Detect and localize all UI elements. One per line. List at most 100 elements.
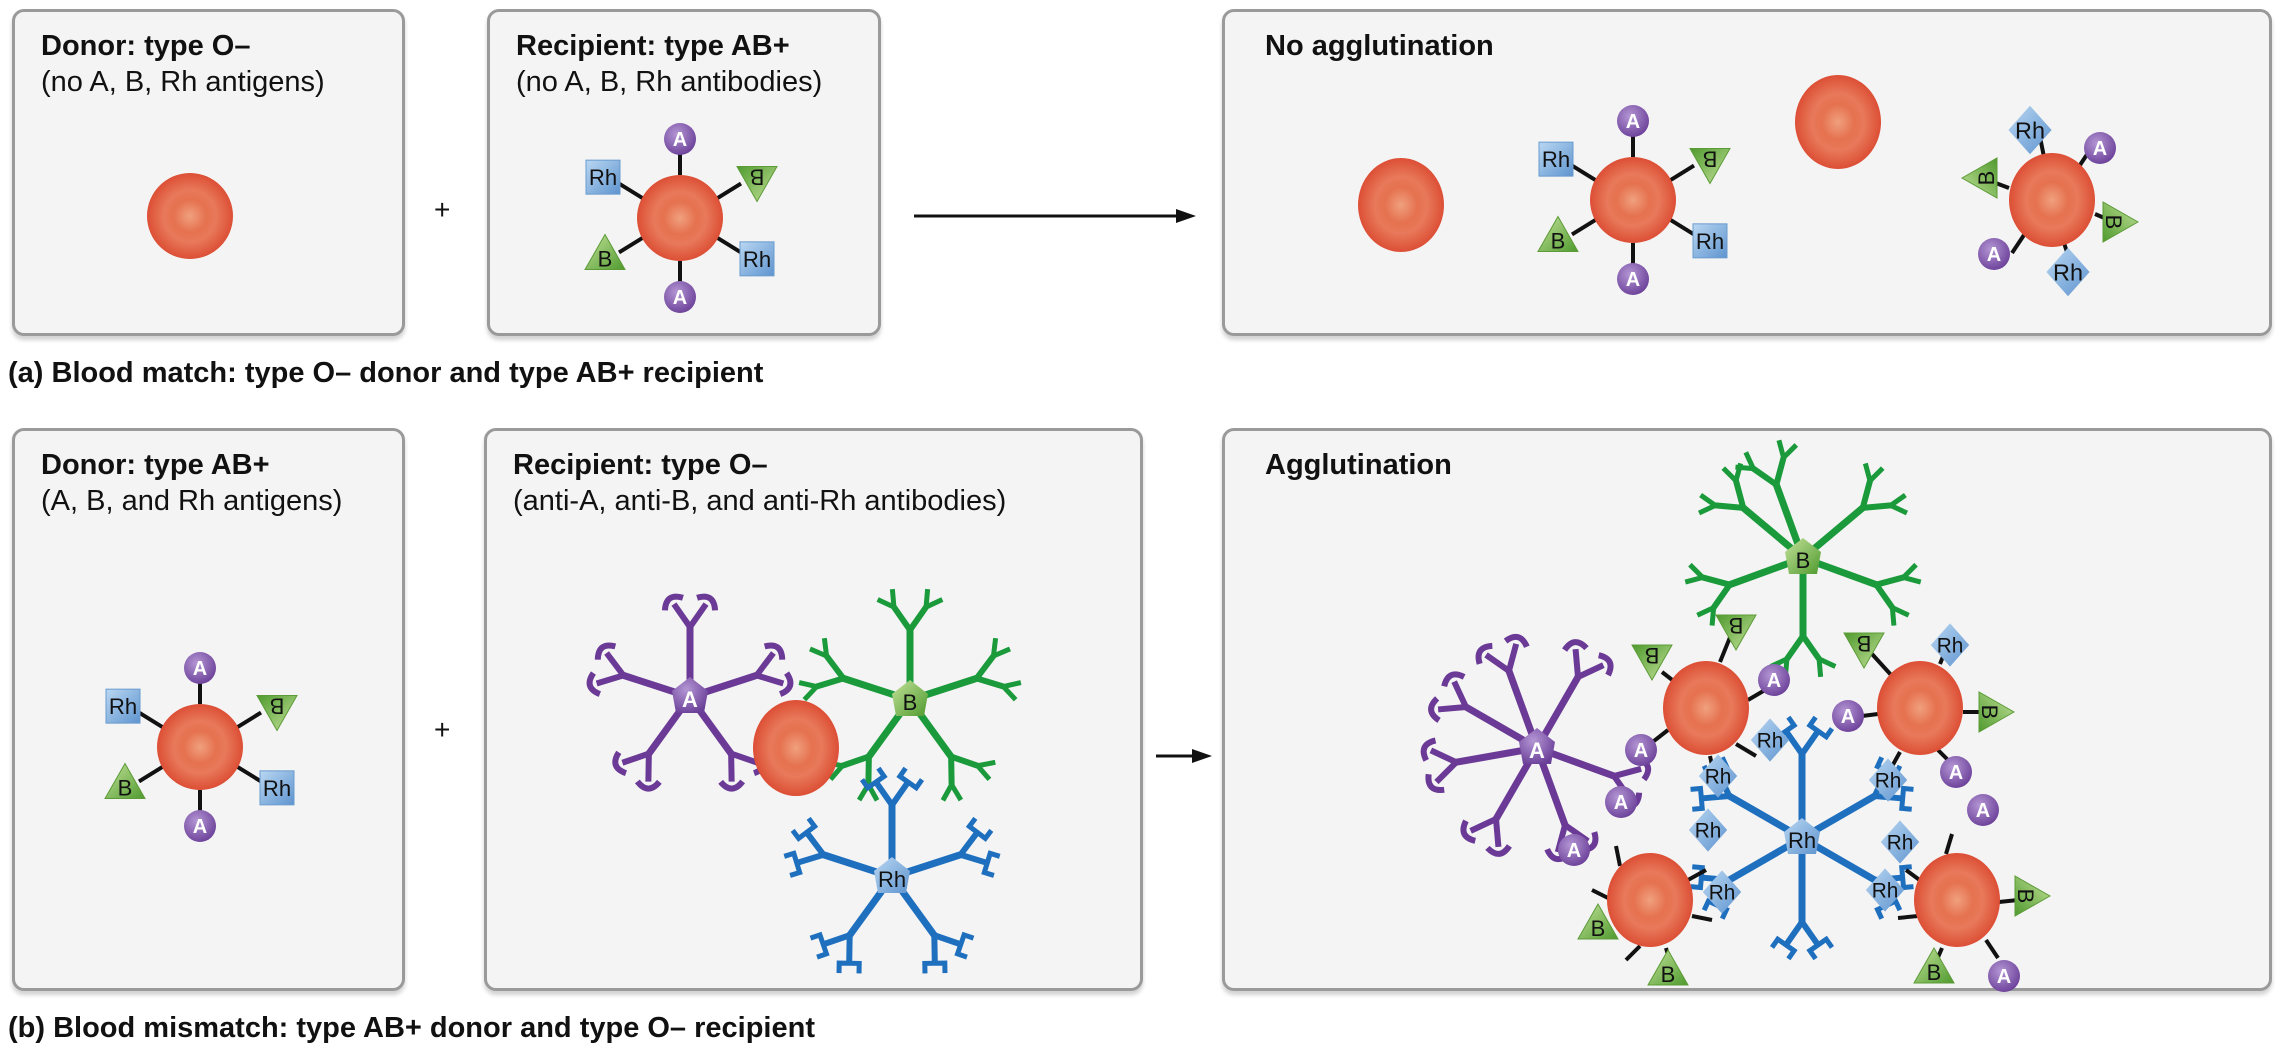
plus-sign-b: + xyxy=(434,714,451,745)
red-blood-cell xyxy=(1795,75,1881,169)
antigen-a-label: A xyxy=(1626,111,1640,133)
antigen-a-label: A xyxy=(1634,740,1648,762)
antigen-rh-icon: Rh xyxy=(585,159,621,195)
antigen-rh-icon: Rh xyxy=(1692,223,1728,259)
antigen-rh-label: Rh xyxy=(263,776,291,801)
antigen-b-label: B xyxy=(1857,631,1872,656)
antigen-b-icon: B xyxy=(1977,691,2016,733)
antigen-rh-icon: Rh xyxy=(2008,105,2052,155)
anti-rh-antibody: Rh xyxy=(1690,715,1914,961)
antigen-a-label: A xyxy=(1949,762,1963,784)
antigen-a-label: A xyxy=(193,816,207,838)
antigen-a-icon: A xyxy=(1940,756,1972,788)
antigen-b-label: B xyxy=(750,165,765,190)
antigen-b-icon: B xyxy=(2101,201,2140,243)
anti-rh-antibody-core xyxy=(1784,818,1820,854)
antigen-b-icon: B xyxy=(1647,948,1689,987)
antigen-a-icon: A xyxy=(1558,834,1590,866)
red-blood-cell xyxy=(637,175,723,261)
antigen-rh-icon: Rh xyxy=(1868,758,1908,802)
anti-b-antibody: B xyxy=(1684,439,1922,678)
antigen-b-label: B xyxy=(1661,962,1676,987)
anti-b-antibody: B xyxy=(798,588,1022,802)
antigen-rh-label: Rh xyxy=(1696,229,1724,254)
red-blood-cell xyxy=(1590,157,1676,243)
antigen-rh-label: Rh xyxy=(1705,765,1732,788)
antigen-a-icon: A xyxy=(184,810,216,842)
antigen-b-icon: B xyxy=(1913,946,1955,985)
antigen-a-label: A xyxy=(1997,966,2011,988)
antigen-rh-label: Rh xyxy=(1875,769,1902,792)
antigen-rh-label: Rh xyxy=(1542,147,1570,172)
antigen-b-label: B xyxy=(2101,215,2126,230)
antigen-a-icon: A xyxy=(1617,105,1649,137)
antigen-rh-icon: Rh xyxy=(739,241,775,277)
antigen-b-label: B xyxy=(598,246,613,271)
antigen-a-icon: A xyxy=(1758,664,1790,696)
anti-a-antibody: A xyxy=(1420,633,1652,863)
anti-rh-antibody: Rh xyxy=(783,766,1001,974)
anti-b-antibody-label: B xyxy=(903,690,918,715)
antigen-rh-label: Rh xyxy=(743,247,771,272)
antigen-b-label: B xyxy=(2013,889,2038,904)
antigen-a-label: A xyxy=(1614,792,1628,814)
antigen-b-icon: B xyxy=(736,165,778,203)
antigen-rh-label: Rh xyxy=(2053,259,2083,285)
antigen-b-label: B xyxy=(118,775,133,800)
panel-b-donor-title: Donor: type AB+ xyxy=(41,449,270,481)
antigen-b-icon: B xyxy=(1715,613,1757,652)
panel-b-recipient-subtitle: (anti-A, anti-B, and anti-Rh antibodies) xyxy=(513,485,1007,517)
antigen-b-label: B xyxy=(1729,613,1744,638)
antigen-a-icon: A xyxy=(1967,794,1999,826)
antigen-b-label: B xyxy=(1645,643,1660,668)
antigen-b-label: B xyxy=(1977,705,2002,720)
antigen-a-label: A xyxy=(673,287,687,309)
antigen-rh-label: Rh xyxy=(1887,831,1914,854)
arrow-b xyxy=(1156,749,1212,763)
antigen-a-icon: A xyxy=(1617,263,1649,295)
antigen-a-icon: A xyxy=(664,281,696,313)
arrow-a xyxy=(914,209,1196,223)
antigen-b-icon: B xyxy=(584,233,626,271)
anti-b-antibody-core xyxy=(1785,538,1821,574)
antigen-rh-icon: Rh xyxy=(1930,623,1970,667)
panel-a-recipient-subtitle: (no A, B, Rh antibodies) xyxy=(516,66,823,98)
antigen-b-icon: B xyxy=(1537,215,1579,253)
panel-a-donor: Donor: type O– (no A, B, Rh antigens) xyxy=(12,9,405,336)
red-blood-cell xyxy=(753,700,839,796)
antigen-rh-label: Rh xyxy=(2015,117,2045,143)
antigen-rh-label: Rh xyxy=(1757,729,1784,752)
antigen-a-label: A xyxy=(1841,706,1855,728)
caption-a: (a) Blood match: type O– donor and type … xyxy=(8,357,764,389)
antigen-rh-label: Rh xyxy=(109,694,137,719)
antigen-a-icon: A xyxy=(664,123,696,155)
red-blood-cell xyxy=(157,704,243,790)
panel-a-donor-subtitle: (no A, B, Rh antigens) xyxy=(41,66,325,98)
antigen-rh-label: Rh xyxy=(1695,819,1722,842)
red-blood-cell xyxy=(147,173,233,259)
antigen-a-label: A xyxy=(673,129,687,151)
antigen-rh-icon: Rh xyxy=(1698,754,1738,798)
panel-a-recipient: Recipient: type AB+ (no A, B, Rh antibod… xyxy=(487,9,881,336)
antigen-a-label: A xyxy=(1976,800,1990,822)
red-blood-cell xyxy=(1607,853,1693,947)
red-blood-cell xyxy=(1663,661,1749,755)
antigen-a-icon: A xyxy=(1988,960,2020,992)
antigen-a-label: A xyxy=(1767,670,1781,692)
antigen-b-icon: B xyxy=(1689,147,1731,185)
anti-a-antibody: A xyxy=(586,593,794,792)
panel-b-result-title: Agglutination xyxy=(1265,449,1452,481)
panel-a-result-title: No agglutination xyxy=(1265,30,1494,62)
anti-rh-antibody-core xyxy=(874,857,910,893)
panel-a-recipient-title: Recipient: type AB+ xyxy=(516,30,790,62)
anti-b-antibody-label: B xyxy=(1796,548,1811,573)
antigen-b-icon: B xyxy=(256,694,298,732)
antigen-b-icon: B xyxy=(104,762,146,800)
antigen-rh-icon: Rh xyxy=(1880,820,1920,864)
antigen-rh-icon: Rh xyxy=(1538,141,1574,177)
antigen-b-label: B xyxy=(1974,171,1999,186)
antigen-b-icon: B xyxy=(1960,157,1999,199)
red-blood-cell xyxy=(2009,153,2095,247)
antigen-a-icon: A xyxy=(1978,238,2010,270)
